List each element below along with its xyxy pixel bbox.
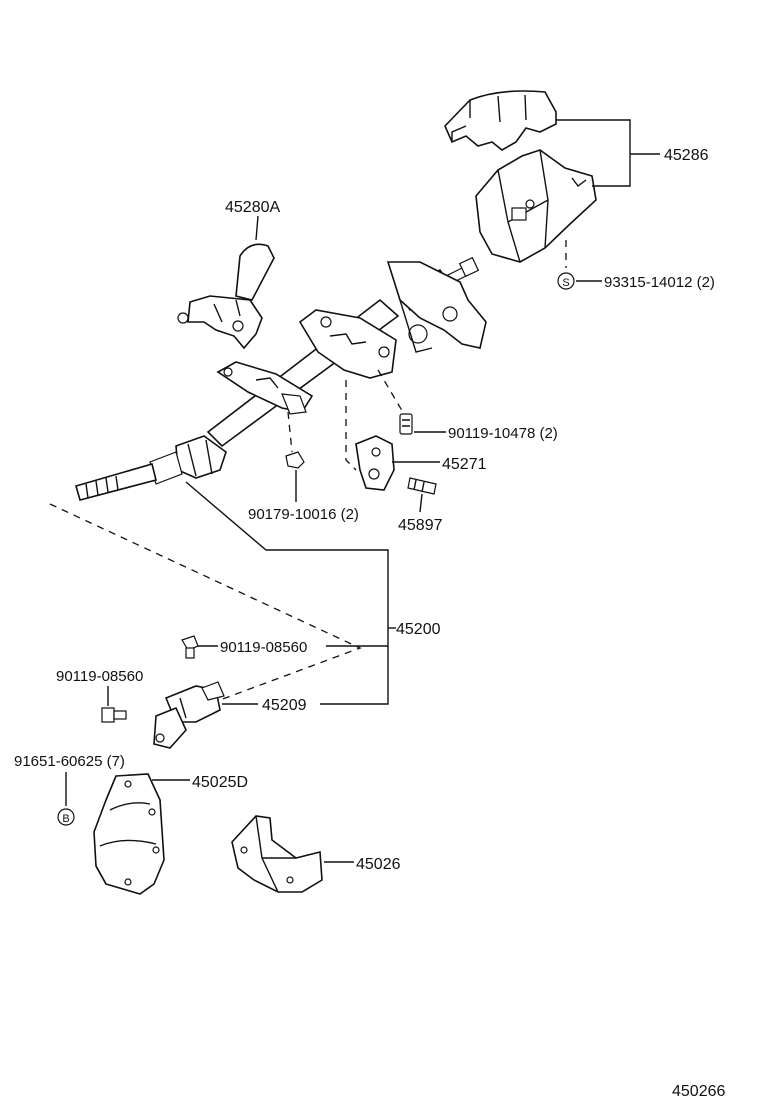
label-45280a: 45280A: [225, 199, 280, 216]
s-marker-letter: S: [562, 277, 569, 289]
label-91651-60625: 91651-60625 (7): [14, 753, 125, 770]
column-cover-lower: [475, 149, 597, 263]
column-cover-upper: [444, 90, 557, 151]
label-45025d: 45025D: [192, 774, 248, 791]
figure-code: 450266: [672, 1083, 725, 1100]
stud-45897: [407, 477, 437, 495]
bolt-90119-10478: [399, 413, 413, 435]
bolt-90179: [285, 451, 305, 469]
label-45286: 45286: [664, 147, 709, 164]
label-45897: 45897: [398, 517, 443, 534]
label-90119-08560-upper: 90119-08560: [220, 639, 307, 656]
steering-boot-45025d: [93, 773, 165, 895]
steering-column-assembly: [75, 256, 487, 501]
label-90179-10016: 90179-10016 (2): [248, 506, 359, 523]
label-45026: 45026: [356, 856, 401, 873]
b-marker-letter: B: [62, 813, 69, 825]
label-90119-10478: 90119-10478 (2): [448, 425, 558, 442]
label-45209: 45209: [262, 697, 307, 714]
label-93315-14012: 93315-14012 (2): [604, 274, 715, 291]
plate-45271: [355, 435, 395, 491]
cover-45026: [231, 815, 323, 893]
bolt-90119-08560-left: [101, 707, 127, 723]
bolt-90119-08560-upper: [181, 635, 199, 659]
label-45271: 45271: [442, 456, 487, 473]
label-45200: 45200: [396, 621, 441, 638]
label-90119-08560-left: 90119-08560: [56, 668, 143, 685]
b-marker-icon: [57, 808, 75, 826]
tilt-bracket-45280a: [177, 243, 275, 350]
s-marker-icon: [557, 272, 575, 290]
universal-joint-45209: [153, 681, 225, 749]
